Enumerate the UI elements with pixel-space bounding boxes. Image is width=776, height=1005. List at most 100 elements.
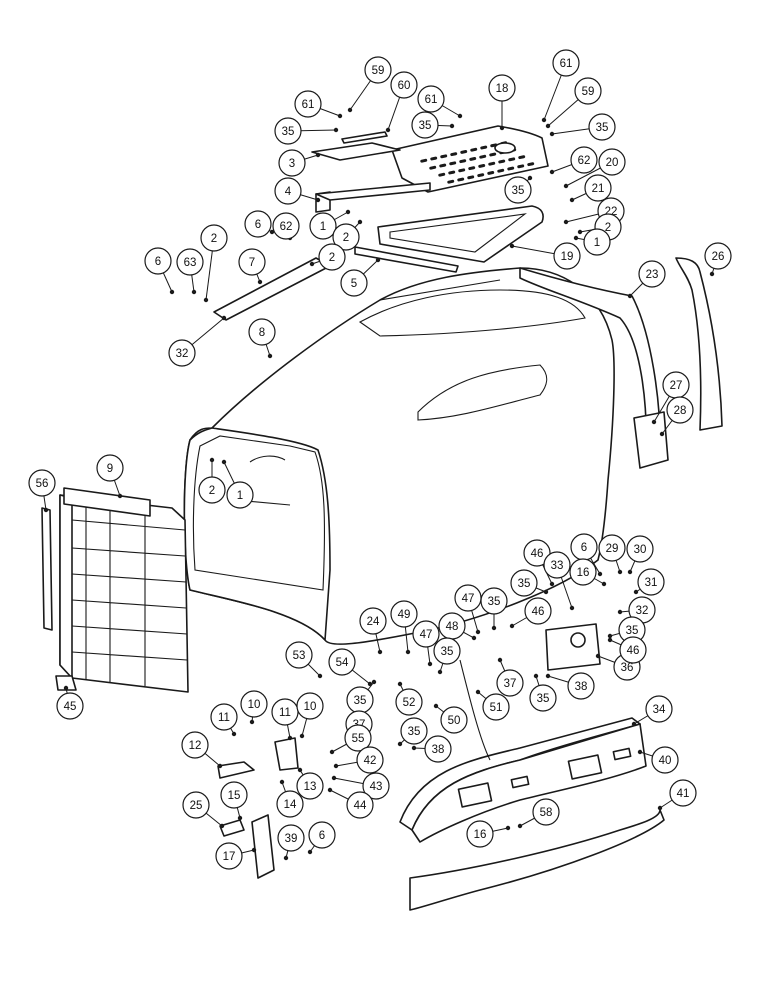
callout-number: 55 <box>352 733 365 745</box>
callout-number: 49 <box>398 609 411 621</box>
grate-slot <box>459 159 467 164</box>
grate-slot <box>508 157 516 162</box>
grate-slot <box>458 168 466 173</box>
callout-5: 5 <box>340 269 368 297</box>
callout-circle <box>645 695 673 723</box>
fastener-30 <box>627 569 633 575</box>
front-grille <box>59 487 189 693</box>
fastener-3 <box>315 152 321 158</box>
callout-circle <box>244 210 272 238</box>
side-rail <box>354 246 459 273</box>
rear-seal-panels <box>519 257 723 469</box>
callout-circle <box>56 692 84 720</box>
callout-45: 45 <box>56 692 84 720</box>
callout-46: 46 <box>523 539 551 567</box>
callout-number: 58 <box>540 807 553 819</box>
callout-circle <box>638 260 666 288</box>
fastener-27 <box>651 419 657 425</box>
callout-40: 40 <box>651 746 679 774</box>
cable <box>459 659 491 761</box>
callout-number: 16 <box>474 829 487 841</box>
callout-circle <box>666 396 694 424</box>
callout-number: 15 <box>228 790 241 802</box>
callout-circle <box>168 339 196 367</box>
fastener-5 <box>375 257 381 263</box>
callout-number: 26 <box>712 251 725 263</box>
callout-1: 1 <box>226 481 254 509</box>
callout-6: 6 <box>308 821 336 849</box>
lower-skirt <box>399 717 665 911</box>
callout-circle <box>390 600 418 628</box>
callout-32: 32 <box>628 596 656 624</box>
callout-number: 51 <box>490 702 503 714</box>
callout-6: 6 <box>570 533 598 561</box>
callout-17: 17 <box>215 842 243 870</box>
callout-10: 10 <box>296 692 324 720</box>
fastener-59 <box>347 107 353 113</box>
callout-60: 60 <box>390 71 418 99</box>
callout-circle <box>198 476 226 504</box>
fastener-34 <box>631 721 637 727</box>
callout-50: 50 <box>440 706 468 734</box>
callout-37: 37 <box>496 669 524 697</box>
fastener-1 <box>573 235 579 241</box>
fastener-1 <box>221 459 227 465</box>
callout-number: 6 <box>581 542 587 554</box>
callout-number: 59 <box>582 86 595 98</box>
grate-slot <box>507 166 515 171</box>
callout-number: 34 <box>653 704 666 716</box>
fastener-2 <box>309 261 315 267</box>
callout-27: 27 <box>662 371 690 399</box>
grate-slot <box>447 179 455 184</box>
callout-circle <box>308 821 336 849</box>
callout-circle <box>482 693 510 721</box>
callout-number: 25 <box>190 800 203 812</box>
callout-8: 8 <box>248 318 276 346</box>
callout-circle <box>510 569 538 597</box>
grate-slot <box>479 154 487 159</box>
fastener-49 <box>405 649 411 655</box>
callout-circle <box>574 77 602 105</box>
callout-number: 17 <box>223 851 236 863</box>
fastener-17 <box>251 847 257 853</box>
fastener-11 <box>287 735 293 741</box>
callout-number: 32 <box>176 348 189 360</box>
callout-number: 61 <box>560 58 573 70</box>
grate-slot <box>517 164 525 169</box>
grate-slot <box>440 154 448 159</box>
callout-circle <box>669 779 697 807</box>
callout-number: 41 <box>677 788 690 800</box>
fastener-47 <box>475 629 481 635</box>
grate-slot <box>439 163 447 168</box>
callout-11: 11 <box>210 703 238 731</box>
callout-circle <box>440 706 468 734</box>
callout-circle <box>433 637 461 665</box>
fastener-6 <box>269 229 275 235</box>
callout-circle <box>532 798 560 826</box>
fastener-41 <box>657 805 663 811</box>
fastener-38 <box>545 673 551 679</box>
grate-slot <box>488 161 496 166</box>
callout-35: 35 <box>480 587 508 615</box>
callout-number: 12 <box>189 740 202 752</box>
callout-23: 23 <box>638 260 666 288</box>
callout-number: 21 <box>592 183 605 195</box>
callout-61: 61 <box>294 90 322 118</box>
fastener-19 <box>509 243 515 249</box>
callout-number: 46 <box>532 606 545 618</box>
fastener-43 <box>331 775 337 781</box>
callout-number: 45 <box>64 701 77 713</box>
callout-number: 37 <box>504 678 517 690</box>
callout-number: 42 <box>364 755 377 767</box>
callout-number: 14 <box>284 799 297 811</box>
grate-slot <box>450 152 458 157</box>
callout-24: 24 <box>359 607 387 635</box>
callout-29: 29 <box>598 534 626 562</box>
callout-number: 1 <box>320 221 326 233</box>
callout-circle <box>424 735 452 763</box>
top-grate-panel <box>391 125 549 193</box>
callout-number: 35 <box>441 646 454 658</box>
callout-circle <box>523 539 551 567</box>
hinge-arm-right <box>274 737 299 771</box>
callout-number: 40 <box>659 755 672 767</box>
